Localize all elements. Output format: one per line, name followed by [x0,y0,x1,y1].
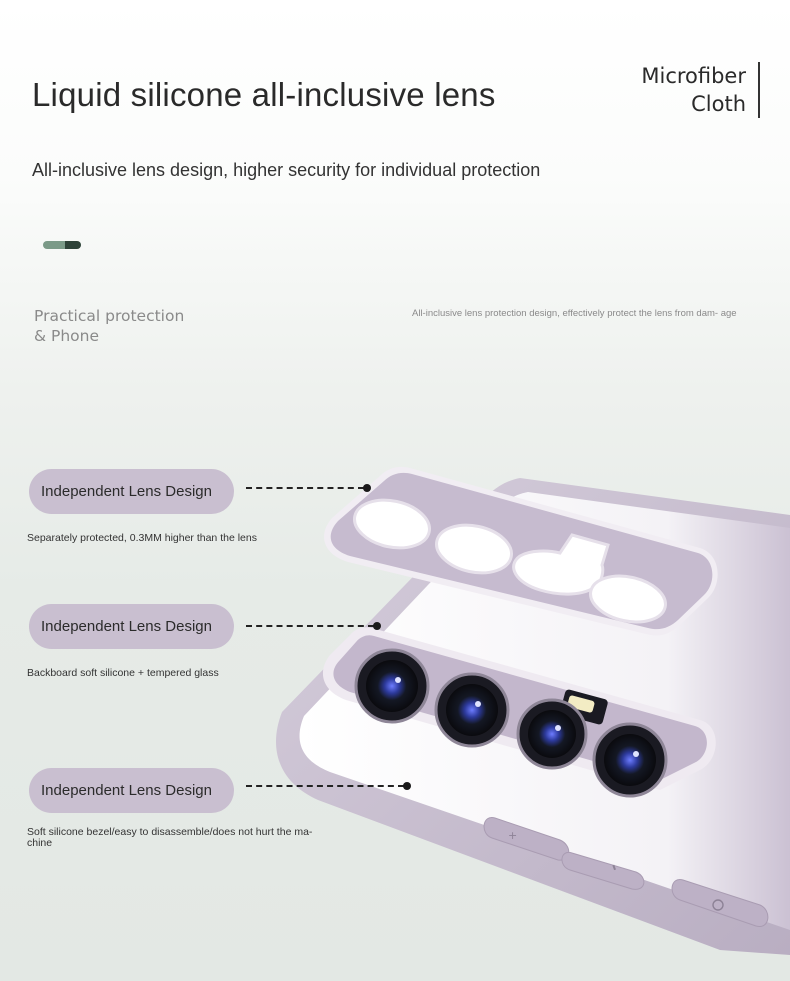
protector-hole-4 [589,574,667,624]
power-button [671,879,769,927]
brand-line-2: Cloth [691,92,746,116]
volume-down-button [561,851,645,890]
page-subtitle: All-inclusive lens design, higher securi… [32,160,541,180]
feature-desc-3: Soft silicone bezel/easy to disassemble/… [27,826,313,849]
side-label-line-1: Practical protection [34,307,185,325]
feature-pill-2: Independent Lens Design [29,604,234,649]
camera-lens-2 [434,672,510,748]
side-buttons: + [483,817,769,927]
camera-module [322,627,716,798]
camera-lens-1 [354,648,430,724]
protector-hole-3 [512,533,610,596]
plus-icon: + [508,829,517,842]
volume-up-button [483,817,570,861]
lens-protection-note: All-inclusive lens protection design, ef… [412,308,737,319]
brand-label: Microfiber Cloth [641,62,760,118]
brand-line-1: Microfiber [641,64,746,88]
leader-line-3 [246,785,404,787]
leader-line-2 [246,625,374,627]
minus-icon [612,864,616,871]
feature-desc-1: Separately protected, 0.3MM higher than … [27,532,257,544]
leader-dot-1 [363,484,371,492]
accent-bar-dark [65,241,81,249]
feature-pill-1: Independent Lens Design [29,469,234,514]
power-icon [712,899,724,911]
accent-bar [43,241,81,249]
feature-desc-2: Backboard soft silicone + tempered glass [27,667,219,679]
page-title: Liquid silicone all-inclusive lens [32,76,496,113]
protector-hole-1 [353,498,431,550]
camera-lens-4 [592,722,668,798]
lens-protector-cover [324,466,718,636]
leader-dot-2 [373,622,381,630]
side-label-line-2: & Phone [34,327,100,345]
side-label: Practical protection & Phone [34,306,184,346]
accent-bar-light [43,241,65,249]
feature-pill-3: Independent Lens Design [29,768,234,813]
leader-dot-3 [403,782,411,790]
protector-hole-2 [435,523,513,575]
leader-line-1 [246,487,364,489]
camera-lens-3 [516,698,588,770]
